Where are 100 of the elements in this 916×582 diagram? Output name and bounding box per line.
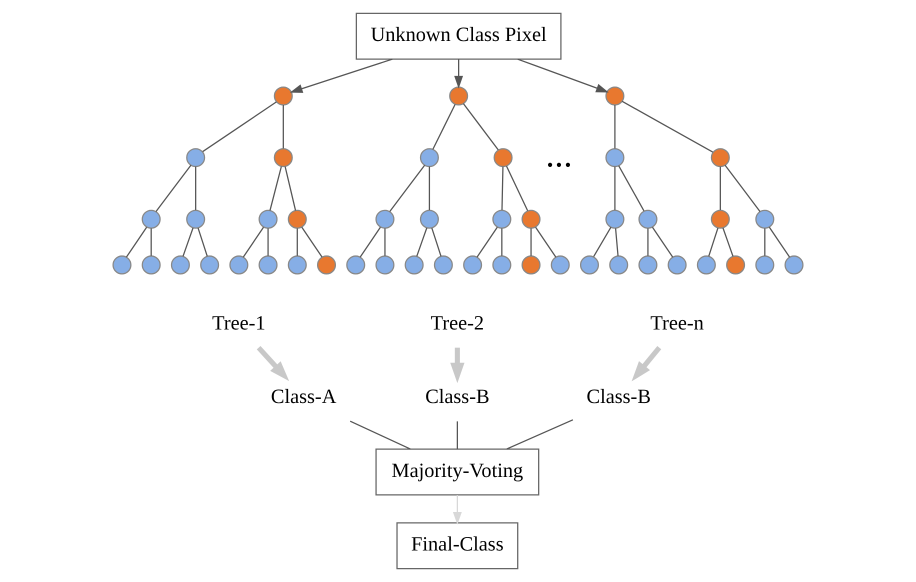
connector <box>428 166 430 210</box>
connector <box>156 164 192 212</box>
node-circle <box>522 210 541 229</box>
connector <box>593 226 612 257</box>
node-circle <box>710 148 730 168</box>
node-circle <box>288 255 307 274</box>
arrow <box>452 495 462 525</box>
connector <box>764 228 766 256</box>
node-circle <box>258 210 278 229</box>
node-text: Class-B <box>425 386 490 408</box>
node-circle <box>726 255 746 274</box>
connector <box>360 226 381 258</box>
node-text: Tree-2 <box>430 312 484 334</box>
node-circle <box>755 210 774 229</box>
node-circle <box>463 255 482 274</box>
connector <box>150 228 152 256</box>
connector <box>202 101 277 152</box>
node-circle <box>404 255 424 274</box>
connector <box>126 226 148 258</box>
connector <box>722 228 734 256</box>
connector <box>501 166 504 210</box>
node-circle <box>258 255 278 274</box>
connector <box>182 228 194 256</box>
connector <box>652 226 674 258</box>
node-circle <box>142 255 161 274</box>
node-circle <box>434 255 453 274</box>
connector <box>350 420 411 450</box>
node-circle <box>186 210 206 229</box>
node-circle <box>112 255 132 274</box>
connector <box>724 164 760 212</box>
connector <box>535 226 556 258</box>
node-text: Class-A <box>270 386 336 408</box>
connector <box>720 166 721 210</box>
node-circle <box>580 255 600 274</box>
node-text: Tree-1 <box>212 312 266 334</box>
connector <box>618 165 645 212</box>
connector <box>301 226 323 258</box>
connector <box>456 421 458 450</box>
connector <box>501 228 502 256</box>
node-circle <box>550 255 570 274</box>
node-circle <box>200 255 220 274</box>
connector <box>267 228 269 256</box>
connector <box>614 104 616 148</box>
node-circle <box>494 148 513 168</box>
node-circle <box>186 148 206 168</box>
node-circle <box>316 255 336 274</box>
node-circle <box>375 210 394 229</box>
node-circle <box>492 210 512 229</box>
arrow <box>256 346 290 382</box>
node-circle <box>420 148 439 168</box>
node-circle <box>668 255 687 274</box>
node-circle <box>170 255 190 274</box>
connector <box>708 228 718 256</box>
node-circle <box>755 255 774 274</box>
connector <box>432 104 456 150</box>
node-circle <box>522 255 541 274</box>
node-circle <box>449 86 468 106</box>
connector <box>622 100 714 153</box>
node-circle <box>142 210 161 229</box>
connector <box>530 228 532 256</box>
node-circle <box>492 255 512 274</box>
label: ... <box>546 134 572 174</box>
node-circle <box>346 255 366 274</box>
arrow <box>518 58 609 92</box>
connector <box>284 166 296 211</box>
arrow <box>454 59 464 89</box>
connector <box>296 228 298 256</box>
connector <box>506 419 574 450</box>
node-circle <box>605 148 624 168</box>
node-circle <box>784 255 804 274</box>
node-circle <box>229 255 248 274</box>
connector <box>195 166 196 210</box>
node-box: Final-Class <box>396 522 518 570</box>
node-circle <box>696 255 716 274</box>
node-circle <box>420 210 439 229</box>
connector <box>768 226 790 258</box>
node-box: Unknown Class Pixel <box>356 12 562 60</box>
connector <box>384 228 386 256</box>
node-circle <box>288 210 307 229</box>
node-circle <box>274 86 293 106</box>
connector <box>476 226 498 258</box>
connector <box>462 103 499 150</box>
node-circle <box>375 255 394 274</box>
node-text: Class-B <box>586 386 651 408</box>
connector <box>614 166 616 210</box>
connector <box>614 228 619 256</box>
node-circle <box>638 255 658 274</box>
node-circle <box>605 210 624 229</box>
connector <box>282 104 284 148</box>
connector <box>431 228 442 256</box>
node-box: Majority-Voting <box>375 448 540 496</box>
connector <box>242 226 264 258</box>
connector <box>269 166 282 211</box>
arrow <box>290 58 393 93</box>
node-circle <box>605 86 624 106</box>
connector <box>416 228 428 256</box>
connector <box>198 228 208 256</box>
connector <box>647 228 649 256</box>
arrow <box>450 348 464 384</box>
node-circle <box>609 255 628 274</box>
